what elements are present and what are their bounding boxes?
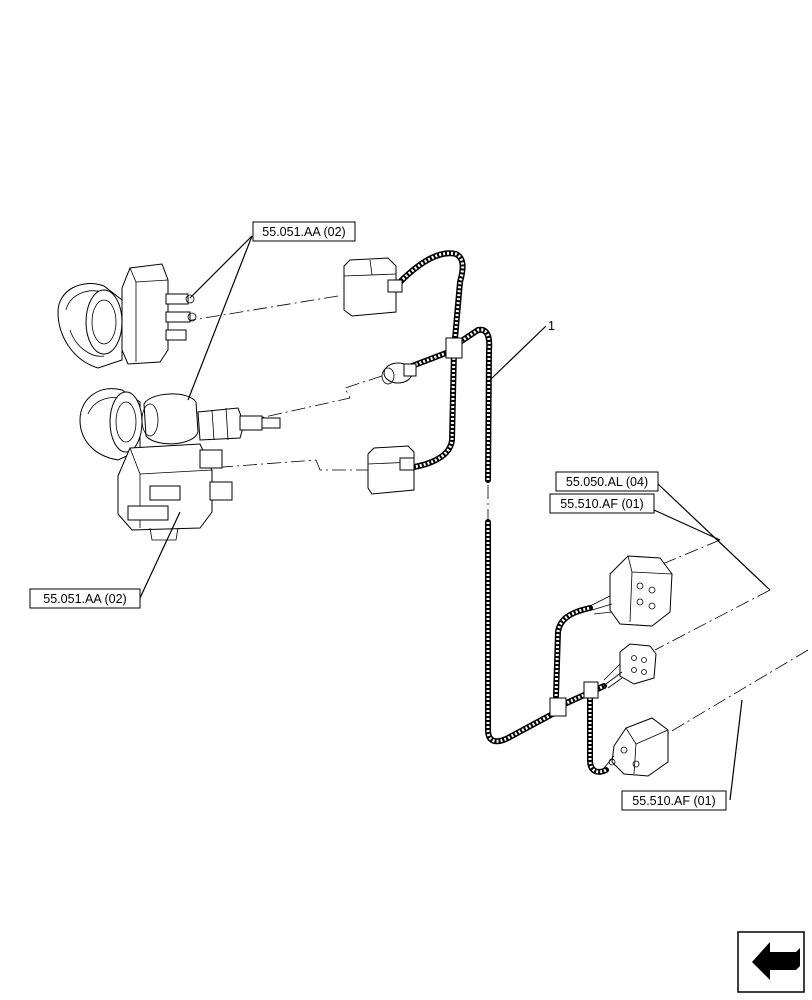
item-number-label: 1 bbox=[548, 319, 555, 333]
lower-harness-branch bbox=[485, 519, 609, 775]
upper-harness-branch bbox=[397, 250, 493, 483]
svg-text:55.510.AF (01): 55.510.AF (01) bbox=[560, 497, 643, 511]
round-connector bbox=[381, 362, 417, 385]
square-connector-bottom bbox=[603, 717, 669, 777]
small-connector-mid bbox=[603, 643, 657, 689]
leader-lines bbox=[139, 235, 771, 801]
svg-text:55.050.AL (04): 55.050.AL (04) bbox=[566, 475, 648, 489]
alignment-lines bbox=[179, 295, 809, 736]
lower-connector bbox=[367, 445, 415, 495]
upper-work-lamp bbox=[57, 263, 197, 369]
lower-work-lamp bbox=[79, 388, 281, 461]
next-page-arrow-icon[interactable] bbox=[737, 931, 805, 993]
ref-label-af-mid[interactable]: 55.510.AF (01) bbox=[549, 493, 655, 514]
ref-label-af-bottom[interactable]: 55.510.AF (01) bbox=[621, 790, 727, 811]
ref-label-al[interactable]: 55.050.AL (04) bbox=[555, 471, 659, 492]
svg-text:55.051.AA (02): 55.051.AA (02) bbox=[262, 225, 345, 239]
svg-text:55.510.AF (01): 55.510.AF (01) bbox=[632, 794, 715, 808]
svg-text:55.051.AA (02): 55.051.AA (02) bbox=[43, 592, 126, 606]
switch-housing bbox=[117, 443, 233, 541]
ref-label-aa-top[interactable]: 55.051.AA (02) bbox=[252, 221, 356, 242]
ref-label-aa-bottom[interactable]: 55.051.AA (02) bbox=[29, 588, 141, 609]
square-connector-top bbox=[589, 555, 673, 627]
upper-connector bbox=[343, 257, 403, 317]
